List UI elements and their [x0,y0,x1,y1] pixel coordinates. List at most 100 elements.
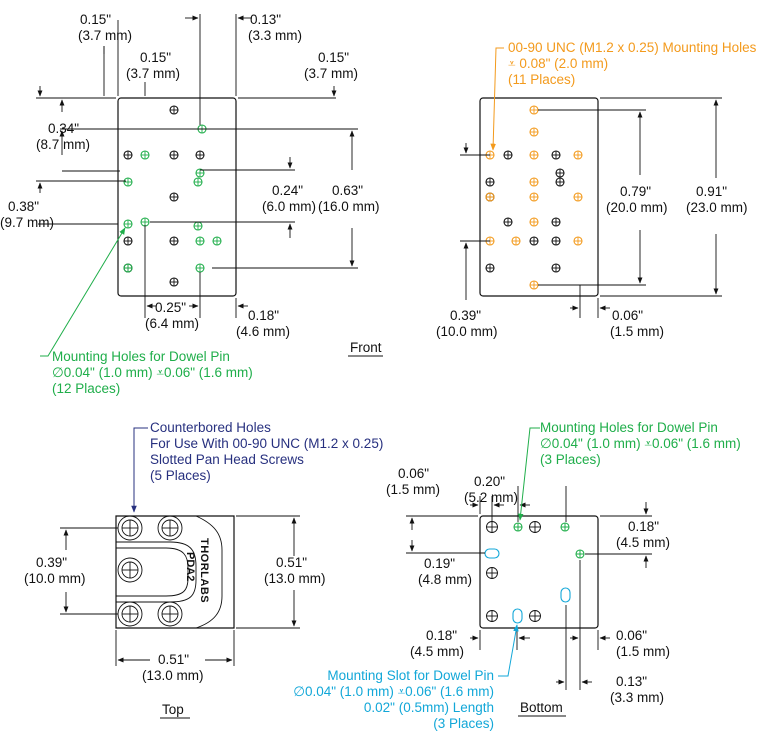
back-orange-hole [529,217,539,227]
bottom-dowel-callout-3: (3 Places) [540,452,601,467]
front-dim-4-in: 0.15" [318,50,349,65]
back-black-hole [551,236,561,246]
front-green-hole [123,177,133,187]
front-dim-10-mm: (4.6 mm) [236,324,290,339]
bottom-slot-callout-4: (3 Places) [433,716,494,731]
front-dim-8-in: 0.63" [332,183,363,198]
front-green-hole [123,219,133,229]
back-orange-hole [511,236,521,246]
back-orange-hole [529,177,539,187]
front-dim-6-in: 0.38" [8,199,39,214]
front-dim-8-mm: (16.0 mm) [318,199,380,214]
back-orange-hole [529,150,539,160]
back-black-hole [551,263,561,273]
front-dim-1-in: 0.15" [80,12,111,27]
front-black-hole [169,192,179,202]
front-green-hole [193,177,203,187]
front-dim-3-in: 0.15" [140,50,171,65]
front-black-hole [123,150,133,160]
back-black-hole [485,177,495,187]
back-black-holes [485,150,565,273]
front-dim-4-mm: (3.7 mm) [304,66,358,81]
back-part-outline [479,97,599,297]
bottom-dim-4-mm: (4.8 mm) [418,572,472,587]
bottom-dim-3-in: 0.18" [628,519,659,534]
front-black-hole [195,150,205,160]
back-orange-holes [485,105,583,290]
part-brand-label: THORLABS [198,538,210,603]
back-dim-2-in: 0.91" [696,184,727,199]
part-model-label: PDA2 [184,552,196,581]
back-view [460,47,722,318]
top-counterbored-holes [117,515,183,627]
back-orange-hole [529,280,539,290]
front-green-hole [212,236,222,246]
front-green-hole [140,217,150,227]
bottom-slot-callout-2: ∅0.04" (1.0 mm) ⩡0.06" (1.6 mm) [293,684,494,699]
bottom-view-label: Bottom [520,700,563,715]
top-view [60,427,300,719]
front-green-hole [193,221,203,231]
back-dim-2-mm: (23.0 mm) [686,200,748,215]
front-green-hole [140,150,150,160]
bottom-dim-5-in: 0.18" [426,628,457,643]
back-dim-4-in: 0.06" [612,308,643,323]
back-orange-hole [529,127,539,137]
top-dim-1-mm: (10.0 mm) [24,571,86,586]
back-orange-hole [529,192,539,202]
bottom-dowel-callout-2: ∅0.04" (1.0 mm) ⩡0.06" (1.6 mm) [540,436,741,451]
back-black-hole [503,217,513,227]
bottom-dim-5-mm: (4.5 mm) [410,644,464,659]
front-green-holes [123,124,222,273]
top-dim-2-mm: (13.0 mm) [264,571,326,586]
bottom-dimension-lines [406,427,652,717]
front-black-hole [169,150,179,160]
front-dim-5-mm: (8.7 mm) [36,137,90,152]
top-dim-3-mm: (13.0 mm) [142,668,204,683]
top-counterbored-callout-1: Counterbored Holes [150,420,271,435]
back-orange-hole [573,150,583,160]
back-orange-hole [573,236,583,246]
front-dim-6-mm: (9.7 mm) [0,215,54,230]
bottom-dowel-callout-1: Mounting Holes for Dowel Pin [540,420,718,435]
back-dim-3-in: 0.39" [450,308,481,323]
front-dim-5-in: 0.34" [48,121,79,136]
front-dimension-lines [36,14,383,357]
bottom-dim-7-in: 0.13" [616,674,647,689]
back-dim-1-mm: (20.0 mm) [606,200,668,215]
front-black-hole [169,105,179,115]
back-black-hole [555,177,565,187]
bottom-dim-3-mm: (4.5 mm) [616,535,670,550]
bottom-part-outline [479,515,599,629]
bottom-dim-1-mm: (1.5 mm) [386,482,440,497]
top-dimension-lines [60,427,300,719]
bottom-dim-2-in: 0.20" [474,474,505,489]
front-dim-9-mm: (6.4 mm) [145,316,199,331]
back-dim-3-mm: (10.0 mm) [436,324,498,339]
front-dim-3-mm: (3.7 mm) [126,66,180,81]
front-dim-1-mm: (3.7 mm) [78,28,132,43]
front-green-hole [195,263,205,273]
bottom-dim-2-mm: (5.2 mm) [464,490,518,505]
back-orange-hole [573,192,583,202]
top-counterbored-callout-3: Slotted Pan Head Screws [150,452,304,467]
back-holes-callout-2: ⩡ 0.08" (2.0 mm) [508,56,608,71]
bottom-dim-4-in: 0.19" [424,556,455,571]
top-view-label: Top [162,702,184,717]
front-green-hole [195,236,205,246]
top-counterbored-callout-4: (5 Places) [150,468,211,483]
front-view [36,14,383,357]
top-dim-1-in: 0.39" [36,555,67,570]
front-black-hole [169,236,179,246]
back-black-hole [551,217,561,227]
front-dim-10-in: 0.18" [248,308,279,323]
front-view-label: Front [350,340,382,355]
back-black-hole [503,150,513,160]
bottom-slot-callout-3: 0.02" (0.5mm) Length [364,700,494,715]
front-black-hole [123,236,133,246]
bottom-dim-6-mm: (1.5 mm) [616,644,670,659]
back-dim-4-mm: (1.5 mm) [610,324,664,339]
back-black-hole [485,263,495,273]
back-dim-1-in: 0.79" [620,184,651,199]
